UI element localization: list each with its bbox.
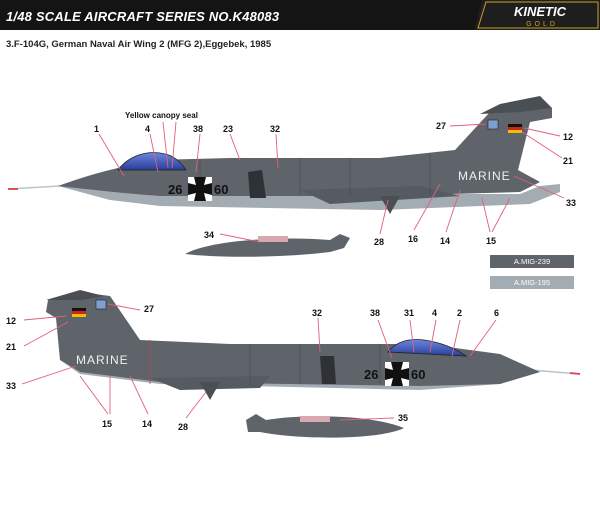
callout-b32: 32 [312,308,322,318]
callout-b14: 14 [142,419,152,429]
unit-badge-top [487,119,499,130]
aircraft-top-view-left-side [7,96,560,214]
callout-1: 1 [94,124,99,134]
paint-code-239: A.MIG-239 [514,257,550,266]
leaders-top [98,121,565,243]
callout-28: 28 [374,237,384,247]
callout-b2: 2 [457,308,462,318]
callout-b31: 31 [404,308,414,318]
callouts-bottom: 27 12 21 33 15 14 28 32 38 31 4 2 6 35 [6,304,499,432]
serial-right-top: 60 [214,182,228,197]
callout-33: 33 [566,198,576,208]
serial-right-bottom: 60 [411,367,425,382]
callout-4: 4 [145,124,150,134]
paint-swatch-195 [490,276,574,289]
aircraft-bottom-view-right-side [46,290,581,400]
marine-text-bottom: MARINE [76,353,129,367]
leaders-bottom [21,303,497,421]
drop-tank-top [185,234,350,257]
paint-code-195: A.MIG-195 [514,278,550,287]
callout-23: 23 [223,124,233,134]
callout-b6: 6 [494,308,499,318]
serial-left-bottom: 26 [364,367,378,382]
serial-left-top: 26 [168,182,182,197]
iron-cross-top [188,177,212,201]
aircraft-subtitle: 3.F-104G, German Naval Air Wing 2 (MFG 2… [6,39,272,50]
callout-b15: 15 [102,419,112,429]
paint-legend: A.MIG-239 A.MIG-195 [490,255,574,289]
callout-b27: 27 [144,304,154,314]
callout-12: 12 [563,132,573,142]
drop-tank-bottom [246,414,404,438]
kinetic-gold-logo: KINETIC GOLD [474,0,600,30]
callout-b21: 21 [6,342,16,352]
callout-32: 32 [270,124,280,134]
logo-text: KINETIC [514,4,567,19]
callout-27: 27 [436,121,446,131]
logo-subtext: GOLD [526,21,558,28]
callouts-top: 1 4 38 23 32 27 12 21 33 15 14 16 28 34 [94,121,576,247]
callout-b38: 38 [370,308,380,318]
callout-14: 14 [440,236,450,246]
callout-21: 21 [563,156,573,166]
unit-badge-bottom [95,299,107,310]
callout-b35: 35 [398,413,408,423]
german-flag-top [508,124,522,133]
iron-cross-bottom [385,362,409,386]
page-title: 1/48 SCALE AIRCRAFT SERIES NO.K48083 [6,9,280,24]
callout-15: 15 [486,236,496,246]
callout-34: 34 [204,230,214,240]
callout-b4: 4 [432,308,437,318]
callout-38: 38 [193,124,203,134]
paint-swatch-239 [490,255,574,268]
marine-text-top: MARINE [458,169,511,183]
callout-b28: 28 [178,422,188,432]
callout-b33: 33 [6,381,16,391]
german-flag-bottom [72,308,86,317]
callout-b12: 12 [6,316,16,326]
canopy-seal-note: Yellow canopy seal [125,111,198,120]
callout-16: 16 [408,234,418,244]
